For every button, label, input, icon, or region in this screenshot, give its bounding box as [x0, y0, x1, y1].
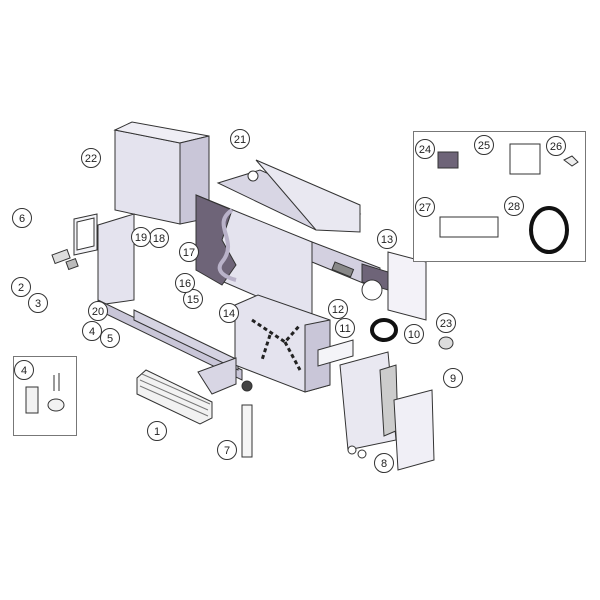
transformer-part	[439, 216, 499, 238]
callout-12: 12	[328, 299, 348, 319]
callout-14: 14	[219, 303, 239, 323]
gasket-ring-part	[370, 318, 398, 342]
cover-plate-part	[317, 339, 354, 367]
filter-cap-part	[47, 398, 65, 412]
callout-18: 18	[149, 228, 169, 248]
mounting-plate-part	[73, 213, 98, 256]
callout-5: 5	[100, 328, 120, 348]
heating-element-part	[136, 369, 213, 425]
cap-part	[438, 336, 454, 350]
callout-11: 11	[335, 318, 355, 338]
callout-13: 13	[377, 229, 397, 249]
tube-sensor-part	[241, 380, 253, 458]
callout-27: 27	[415, 197, 435, 217]
frame-chassis-part	[97, 213, 243, 381]
callout-9: 9	[443, 368, 463, 388]
steam-tank-part	[234, 294, 331, 393]
callout-3: 3	[28, 293, 48, 313]
side-panel-part	[361, 251, 427, 321]
cable-part	[529, 206, 569, 254]
callout-28: 28	[504, 196, 524, 216]
accessory-parts-drawing	[437, 143, 579, 254]
callout-2: 2	[11, 277, 31, 297]
control-board-part	[339, 351, 435, 471]
callout-25: 25	[474, 135, 494, 155]
callout-22: 22	[81, 148, 101, 168]
callout-15: 15	[183, 289, 203, 309]
callout-1: 1	[147, 421, 167, 441]
callout-20: 20	[88, 301, 108, 321]
callout-7: 7	[217, 440, 237, 460]
bracket-part	[197, 357, 237, 395]
control-panel-part	[509, 143, 541, 175]
top-tray-part	[216, 159, 362, 233]
callout-23: 23	[436, 313, 456, 333]
clip-part	[563, 155, 579, 167]
fitting-part	[51, 248, 79, 271]
callout-19: 19	[131, 227, 151, 247]
callout-16: 16	[175, 273, 195, 293]
callout-8: 8	[374, 453, 394, 473]
callout-10: 10	[404, 324, 424, 344]
callout-26: 26	[546, 136, 566, 156]
callout-21: 21	[230, 129, 250, 149]
callout-4: 4	[82, 321, 102, 341]
callout-17: 17	[179, 242, 199, 262]
callout-4: 4	[14, 360, 34, 380]
filter-cartridge-part	[25, 386, 39, 414]
callout-24: 24	[415, 139, 435, 159]
cover-box-part	[113, 121, 210, 225]
part4-drawing	[25, 373, 65, 414]
solenoid-valve-part	[437, 151, 459, 169]
callout-6: 6	[12, 208, 32, 228]
